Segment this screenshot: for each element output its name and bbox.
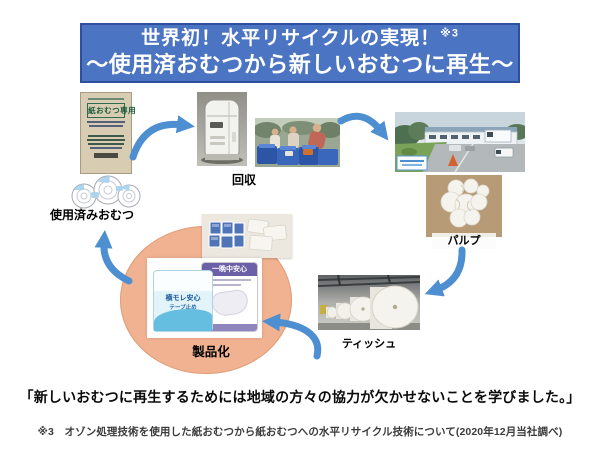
quote-text: 「新しいおむつに再生するためには地域の方々の協力が欠かせないことを学びました。」 <box>19 389 581 405</box>
diaper-illustration <box>210 288 249 318</box>
poster-text-line <box>87 121 125 123</box>
poster-text-line <box>87 135 125 137</box>
package-left-subtitle: テープ止め <box>169 305 197 311</box>
poster-spacer <box>85 129 127 133</box>
package-left-title: 横モレ安心 <box>165 295 201 302</box>
banner-subtitle: ～使用済おむつから新しいおむつに再生～ <box>86 52 514 78</box>
banner-title-text: 世界初！水平リサイクルの実現！ <box>141 28 441 50</box>
plant-sign <box>396 155 428 171</box>
arrow-pulp-to-tissue <box>424 246 466 297</box>
banner-title-footnote-mark: ※3 <box>440 28 459 41</box>
poster-text-line <box>89 125 123 127</box>
poster-text-line <box>88 98 124 100</box>
tissue-rolls-photo <box>318 275 420 330</box>
package-swoosh <box>154 309 212 331</box>
package-footer-band <box>202 324 257 331</box>
used-diapers-illustration <box>71 175 141 209</box>
poster-text-line <box>86 139 126 141</box>
package-text-line <box>208 279 251 281</box>
banner-title: 世界初！水平リサイクルの実現！※3 <box>141 27 459 51</box>
pulp-photo <box>426 175 502 237</box>
diaper-materials-graphic <box>202 214 292 258</box>
step-label-collection: 回収 <box>231 173 256 187</box>
poster-footer-tag <box>94 153 118 158</box>
poster-text-line <box>89 147 123 149</box>
package-top-area <box>154 271 212 291</box>
step-label-productization: 製品化 <box>192 345 230 359</box>
title-banner: 世界初！水平リサイクルの実現！※3 ～使用済おむつから新しいおむつに再生～ <box>80 23 520 83</box>
diaper-materials-photo <box>202 214 292 258</box>
step-label-pulp: パルプ <box>432 233 496 249</box>
recycled-products-photo: 一晩中安心 横モレ安心 テープ止め <box>147 258 262 338</box>
footnote-text: ※3 オゾン処理技術を使用した紙おむつから紙おむつへの水平リサイクル技術について… <box>37 426 563 438</box>
step-label-tissue: ティッシュ <box>341 338 397 350</box>
recycling-plant-photo <box>395 112 525 172</box>
arrow-collection-to-plant <box>337 112 389 141</box>
collection-people-photo <box>255 118 340 167</box>
package-right-title: 一晩中安心 <box>202 263 257 276</box>
step-label-used-diapers: 使用済みおむつ <box>49 208 134 222</box>
collection-box-photo <box>197 92 247 166</box>
diaper-collection-poster-image: 紙おむつ専用 <box>80 92 136 174</box>
poster-text-line <box>88 143 124 145</box>
arrow-used-to-collection <box>129 115 195 161</box>
diaper-package-left: 横モレ安心 テープ止め <box>153 270 213 332</box>
package-text-line <box>208 284 241 286</box>
poster-title: 紙おむつ専用 <box>87 103 136 118</box>
